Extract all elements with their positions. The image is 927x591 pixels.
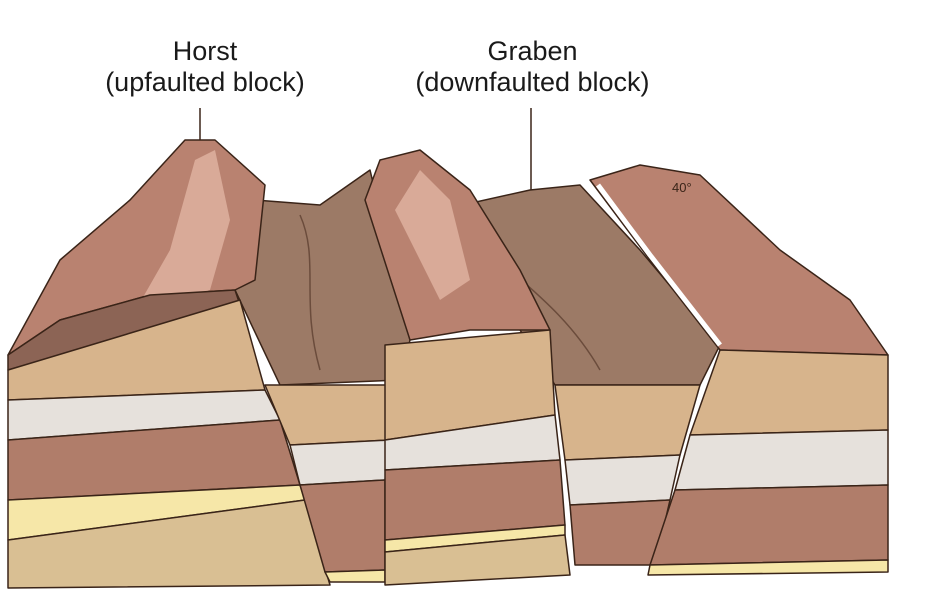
middle-ridge-top [364,149,551,341]
horst-subtitle: (upfaulted block) [105,67,305,97]
middle-block-front [384,329,571,586]
horst-label: Horst (upfaulted block) [90,36,320,98]
graben-title: Graben [487,36,578,66]
dip-angle-label: 40° [672,180,692,195]
horst-block-front [7,299,331,589]
right-block-top: 40° [589,164,889,356]
horst-title: Horst [172,36,238,66]
right-block-front [647,349,889,576]
graben-subtitle: (downfaulted block) [415,67,650,97]
graben-valley-surface [234,169,721,386]
graben-label: Graben (downfaulted block) [395,36,670,98]
